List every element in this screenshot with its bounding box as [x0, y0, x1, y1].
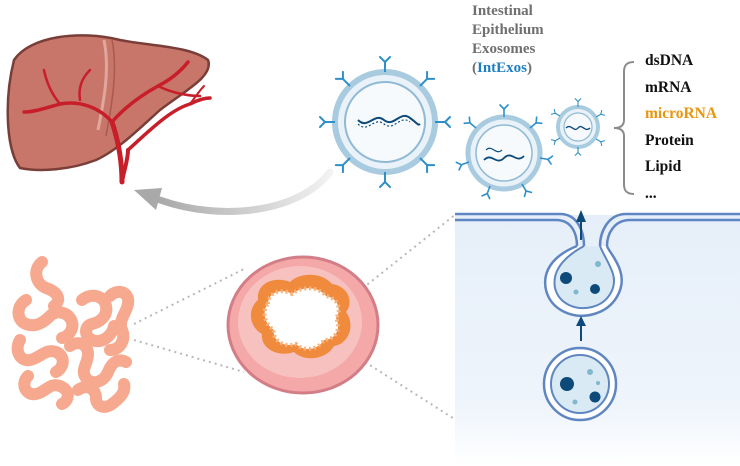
exosome-title: Intestinal Epithelium Exosomes (IntExos) — [472, 2, 544, 78]
intestine-cross-section-icon — [226, 255, 380, 395]
cargo-item: mRNA — [645, 78, 692, 96]
title-line-3: Exosomes — [472, 41, 536, 57]
brace-icon — [613, 61, 635, 195]
title-line-2: Epithelium — [472, 22, 544, 38]
cargo-item-highlighted: microRNA — [645, 105, 718, 122]
exosome-icon — [319, 56, 451, 188]
cargo-item: dsDNA — [645, 52, 694, 69]
exosome-icon — [455, 104, 554, 200]
paren-close: ) — [527, 60, 533, 76]
title-abbreviation: IntExos — [477, 60, 528, 76]
paren-open: ( — [472, 60, 477, 76]
cargo-item: ... — [645, 184, 657, 202]
cargo-list: dsDNA mRNA microRNA Protein Lipid ... — [645, 48, 717, 207]
multivesicular-body-icon — [542, 346, 618, 422]
title-line-1: Intestinal — [472, 3, 533, 19]
cargo-item: Protein — [645, 131, 694, 149]
hepatic-vessel-icon — [22, 60, 212, 185]
exosome-icon — [550, 98, 606, 156]
arrow-icon — [134, 168, 334, 215]
zoom-lines — [133, 213, 457, 421]
multivesicular-body-icon — [543, 244, 623, 317]
title-line-4: (IntExos) — [472, 59, 544, 78]
cargo-item: Lipid — [645, 158, 682, 175]
liver-icon — [6, 34, 211, 172]
arrow-icon — [576, 210, 586, 341]
intestine-icon — [11, 256, 135, 413]
